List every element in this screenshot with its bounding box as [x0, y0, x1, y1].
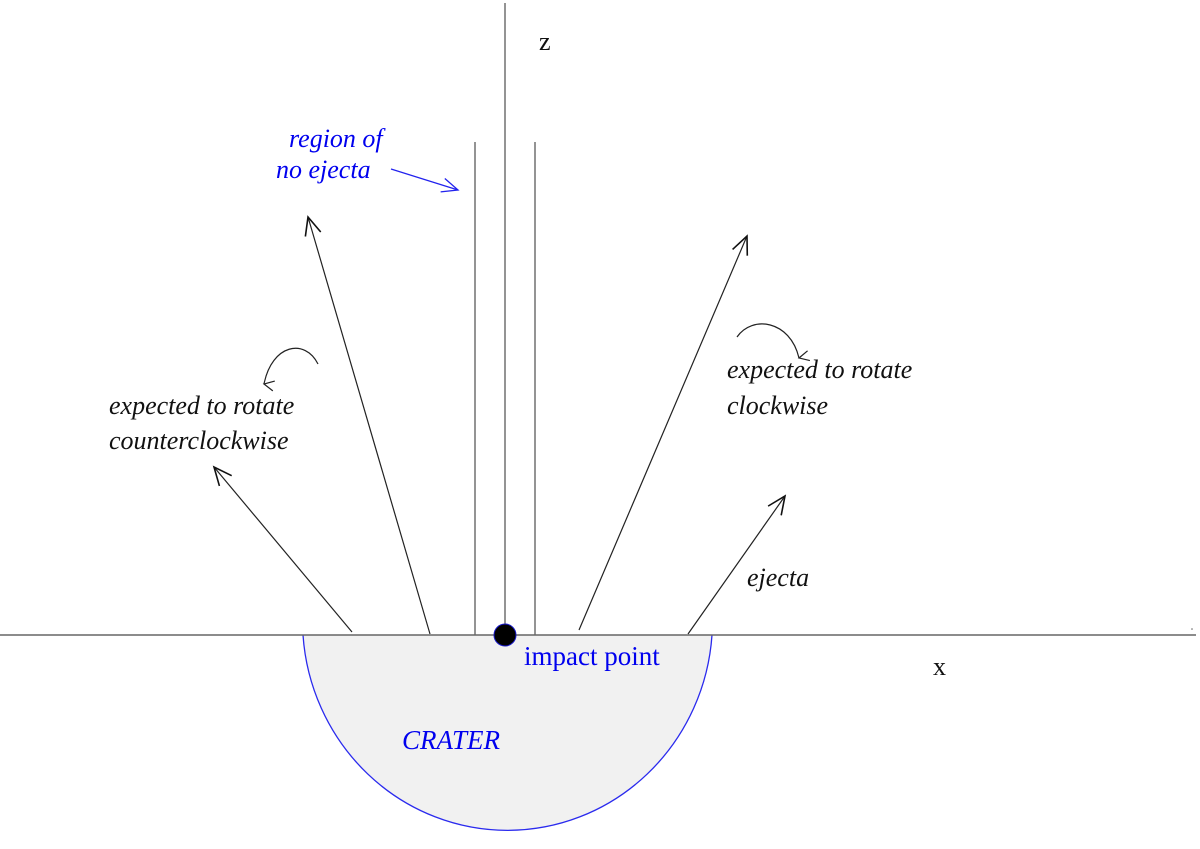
cw-label-line2: clockwise: [727, 391, 828, 420]
impact-point-dot: [493, 623, 517, 647]
ejecta-arrow-left-inner: [304, 215, 431, 635]
region-label-line1: region of: [289, 124, 386, 153]
region-label-line2: no ejecta: [276, 155, 371, 184]
crater-outline: [302, 634, 713, 831]
ejecta-arrow-right-outer: [687, 494, 787, 635]
ccw-label-line2: counterclockwise: [109, 426, 289, 455]
counterclockwise-rotation-arrow: [262, 347, 319, 392]
region-pointer-arrow: [390, 168, 460, 193]
x-axis-label: x: [933, 652, 946, 681]
crater-shape: [303, 635, 712, 831]
ejecta-arrow-right-inner: [578, 234, 749, 631]
impact-point-label: impact point: [524, 641, 660, 671]
ccw-label-line1: expected to rotate: [109, 391, 294, 420]
clockwise-rotation-arrow: [736, 323, 811, 362]
axis-end-dot: [1191, 628, 1193, 630]
ejecta-arrow-left-outer: [212, 465, 353, 633]
ejecta-label: ejecta: [747, 563, 809, 592]
cw-label-line1: expected to rotate: [727, 355, 912, 384]
z-axis-label: z: [539, 27, 551, 56]
crater-label: CRATER: [402, 725, 501, 755]
